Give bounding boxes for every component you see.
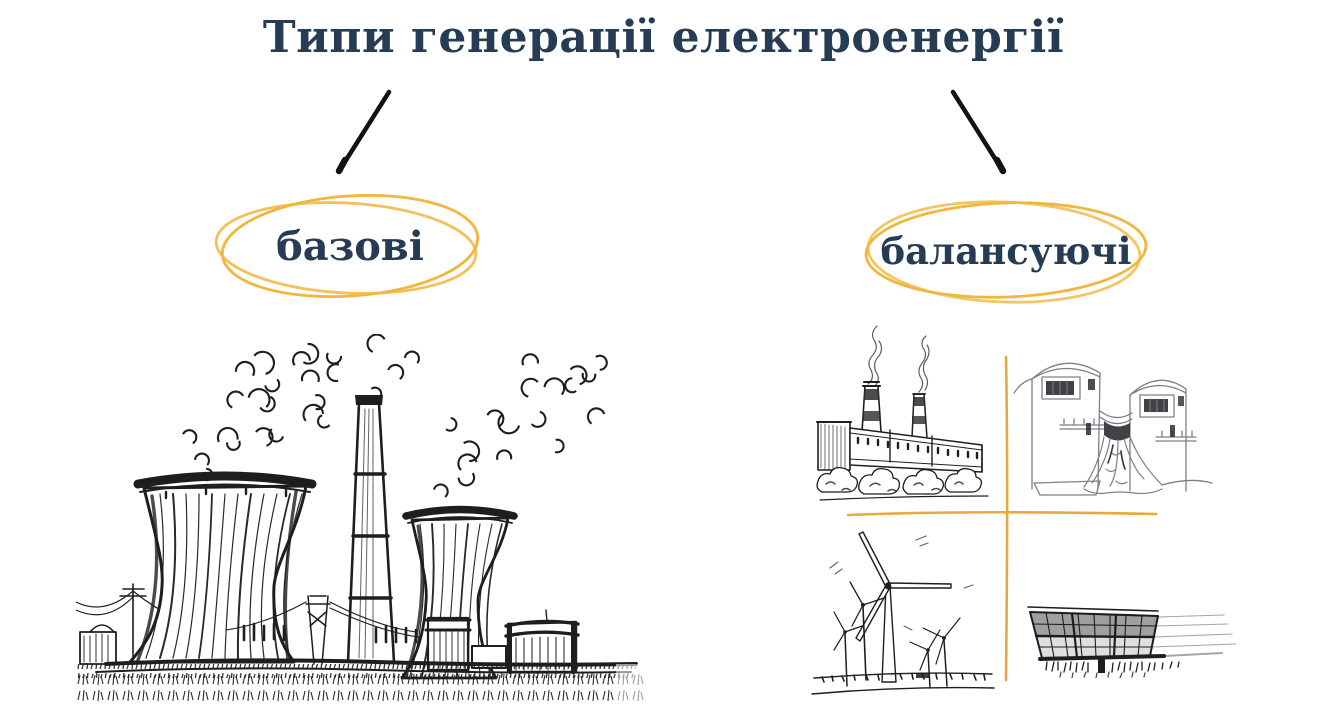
plant-building <box>816 421 983 473</box>
panel-post <box>1098 657 1105 673</box>
smoke-wisps <box>867 325 930 393</box>
hydroelectric-dam-sketch <box>1013 362 1213 496</box>
ground <box>811 672 995 695</box>
wind-turbines-sketch <box>811 531 995 695</box>
transmission-pylon <box>225 595 427 665</box>
chimney <box>346 395 396 664</box>
category-balancing: балансуючі <box>858 196 1154 306</box>
page-title: Типи генерації електроенергії <box>262 12 1065 63</box>
base-power-plant-illustration <box>76 334 646 706</box>
balancing-illustrations-grid <box>800 308 1260 700</box>
connector-line-right <box>950 89 1007 175</box>
fading-extension <box>1151 614 1237 657</box>
solar-panels-sketch <box>1027 606 1237 678</box>
large-turbine <box>855 531 952 683</box>
waterfall <box>1083 436 1163 495</box>
small-turbines <box>833 581 961 689</box>
dam-structures <box>1013 362 1213 496</box>
small-building <box>79 624 117 665</box>
grass-tufts <box>1045 661 1180 678</box>
category-balancing-label: балансуючі <box>880 228 1132 273</box>
hand-drawn-ellipse <box>864 200 1148 304</box>
grid-divider-lines <box>846 355 1158 682</box>
hand-drawn-ellipse <box>214 193 480 299</box>
connector-line-left <box>335 89 392 175</box>
panel-array <box>1027 606 1237 661</box>
smokestacks <box>861 381 928 439</box>
thermal-power-plant-sketch <box>816 325 989 501</box>
category-base-label: базові <box>276 223 424 270</box>
ground <box>76 658 646 706</box>
motion-ticks <box>829 535 974 631</box>
trees <box>816 466 983 495</box>
dam-windows <box>1046 379 1184 441</box>
category-base: базові <box>210 188 490 306</box>
